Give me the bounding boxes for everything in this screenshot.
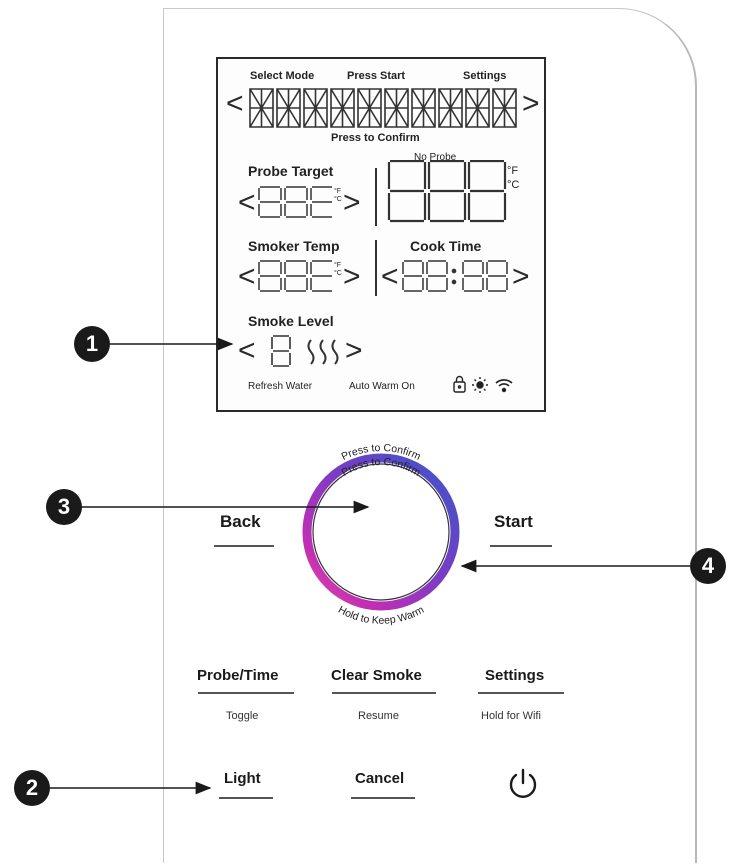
probe-target-right-chevron-icon: > [343,186,361,219]
clear-smoke-sub: Resume [358,710,399,722]
callout-4: 4 [690,548,726,584]
callout-1: 1 [74,326,110,362]
lcd-divider-top [375,168,377,226]
smoke-level-left-chevron-icon: < [238,334,256,367]
probe-time-button[interactable]: Probe/Time [197,667,279,684]
lcd-cook-time-label: Cook Time [410,238,482,254]
callout-2: 2 [14,770,50,806]
lcd-status-icons [453,375,513,393]
probe-temp-big-digits [387,160,507,223]
light-icon [472,377,488,393]
lcd-press-to-confirm: Press to Confirm [331,132,420,144]
smoke-waves-icon [307,339,339,365]
start-button[interactable]: Start [494,512,533,531]
lcd-probe-target-label: Probe Target [248,163,334,179]
probe-target-unit: °F°C [334,188,342,203]
dial-bottom-text-layer: Hold to Keep Warm [336,604,426,627]
lcd-auto-warm-on: Auto Warm On [349,381,415,392]
lcd-smoke-level-label: Smoke Level [248,313,334,329]
smoke-level-digit [271,335,291,367]
lcd-no-probe: No Probe [414,152,457,163]
back-underline [214,545,274,547]
probe-time-underline [198,692,294,694]
wifi-icon [495,379,513,393]
cook-time-digits [402,260,508,292]
lcd-left-chevron-icon: < [226,87,244,120]
power-icon[interactable] [505,765,541,803]
lcd-refresh-water: Refresh Water [248,381,313,392]
settings-underline [478,692,564,694]
lcd-settings: Settings [463,70,507,82]
cancel-button[interactable]: Cancel [355,770,405,787]
cook-time-right-chevron-icon: > [512,260,530,293]
smoker-temp-unit: °F°C [334,262,342,277]
probe-target-left-chevron-icon: < [238,186,256,219]
lcd-text-segments [249,88,517,128]
light-button[interactable]: Light [224,770,261,787]
lcd-right-chevron-icon: > [522,87,540,120]
probe-temp-unit: °F°C [507,165,520,191]
light-underline [219,797,273,799]
settings-sub: Hold for Wifi [481,710,541,722]
dial-top-text-layer: Press to Confirm [340,442,423,463]
smoker-temp-digits [258,260,332,292]
control-dial[interactable]: Press to Confirm [290,432,472,628]
clear-smoke-button[interactable]: Clear Smoke [331,667,422,684]
lcd-press-start: Press Start [347,70,406,82]
clear-smoke-underline [332,692,436,694]
start-underline [490,545,552,547]
probe-time-sub: Toggle [226,710,259,722]
cook-time-left-chevron-icon: < [381,260,399,293]
callout-3: 3 [46,489,82,525]
back-button[interactable]: Back [220,512,261,531]
lock-icon [453,375,466,393]
smoker-temp-right-chevron-icon: > [343,260,361,293]
smoke-level-right-chevron-icon: > [345,334,363,367]
probe-target-digits [258,186,332,218]
smoker-temp-left-chevron-icon: < [238,260,256,293]
cancel-underline [351,797,415,799]
lcd-select-mode: Select Mode [250,70,315,82]
lcd-divider-bottom [375,240,377,296]
settings-button[interactable]: Settings [485,667,545,684]
lcd-smoker-temp-label: Smoker Temp [248,238,340,254]
